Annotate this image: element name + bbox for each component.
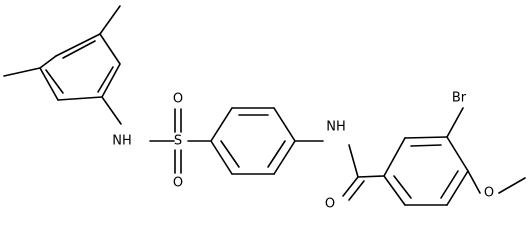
- structure-canvas: NH S O O NH O Br O: [3, 5, 526, 212]
- sulfonamide-bonds: [101, 96, 212, 174]
- dimethylphenyl-ring: [39, 33, 121, 101]
- carbonyl-oxygen-label: O: [325, 197, 335, 212]
- methyl-groups: [3, 5, 121, 77]
- sulfonamide-nh-label: NH: [112, 134, 132, 149]
- amide-linkage-bonds: [294, 140, 385, 201]
- central-benzene-ring: [210, 107, 296, 175]
- sulfur-label: S: [174, 134, 182, 149]
- bromo-methoxyphenyl-ring: [383, 136, 469, 206]
- amide-nh-label: NH: [326, 120, 346, 135]
- substituent-bonds: [446, 107, 526, 194]
- sulfonyl-oxygen-top-label: O: [173, 92, 183, 107]
- methoxy-oxygen-label: O: [484, 186, 494, 201]
- bromine-label: Br: [452, 91, 467, 106]
- sulfonyl-oxygen-bottom-label: O: [173, 176, 183, 191]
- molecule-structure: NH S O O NH O Br O: [3, 5, 526, 212]
